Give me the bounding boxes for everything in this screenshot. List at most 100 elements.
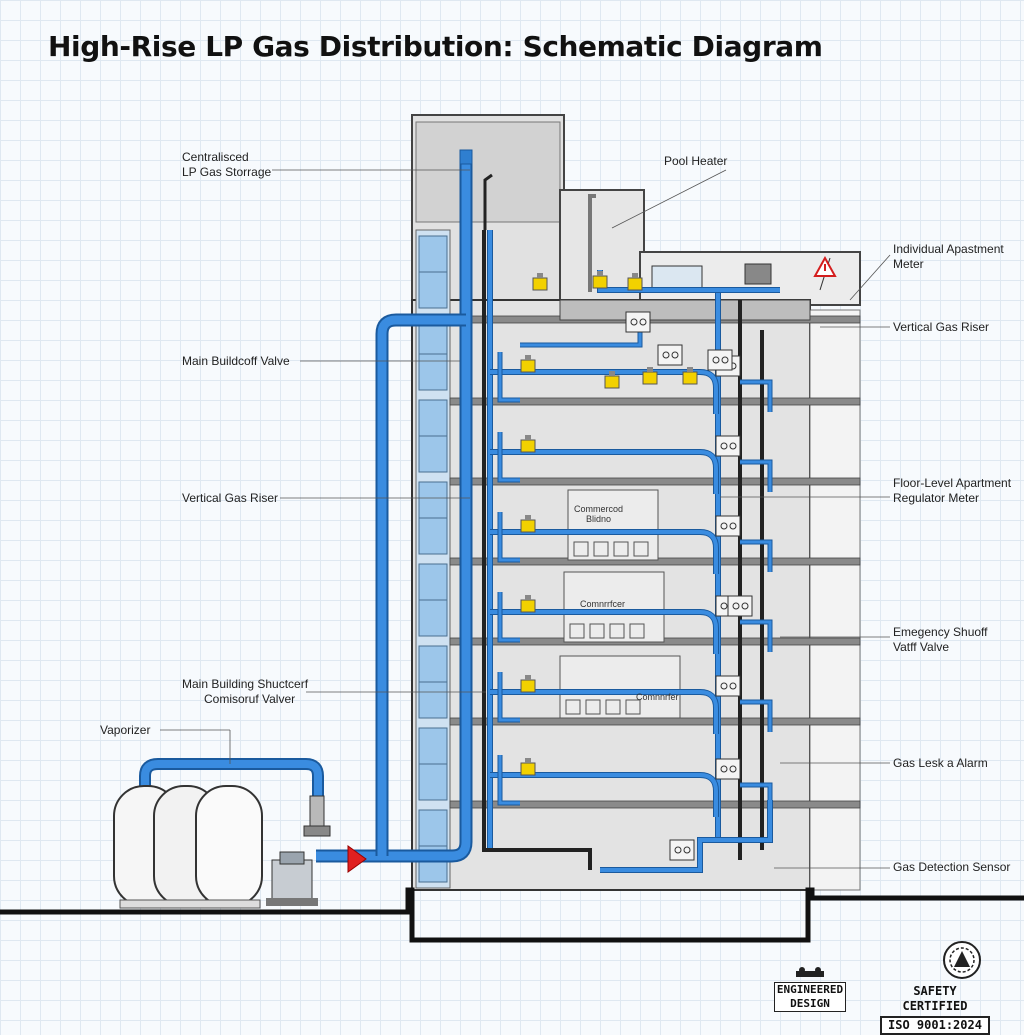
- pipe-segment: [490, 690, 718, 734]
- meter-dial: [720, 522, 728, 530]
- meter-body: [727, 595, 753, 617]
- valve-handle: [597, 271, 603, 276]
- furniture: [593, 541, 609, 557]
- meter-icon: [715, 435, 741, 457]
- valve-icon: [592, 271, 608, 289]
- certification-seal-icon: [943, 941, 981, 979]
- pipe-segment: [490, 450, 718, 494]
- flow-arrow-icon: [347, 845, 367, 873]
- building: [0, 114, 1024, 943]
- pipe-segment: [740, 460, 772, 492]
- meter-dial: [720, 442, 728, 450]
- valve-body: [604, 375, 620, 389]
- valve-body: [592, 275, 608, 289]
- furniture: [569, 623, 585, 639]
- meter-body: [715, 758, 741, 780]
- meter-icon: [715, 675, 741, 697]
- pipe-segment: [490, 530, 718, 574]
- pipe-segment: [740, 620, 772, 652]
- meter-dial: [720, 602, 728, 610]
- valve-handle: [525, 435, 531, 440]
- label-emergency-shutoff: Emegency Shuoff Vatff Valve: [893, 625, 988, 654]
- floor-slab: [449, 397, 861, 406]
- pipe-segment: [498, 512, 520, 562]
- label-individual-meter: Individual Apastment Meter: [893, 242, 1004, 271]
- floor-slab: [449, 477, 861, 486]
- label-main-building-shutoff: Main Building Shuctcerf Comisoruf Valver: [182, 677, 309, 706]
- pipe-segment: [482, 230, 592, 870]
- label-main-buildoff-valve: Main Buildcoff Valve: [182, 354, 290, 368]
- valve-handle: [525, 675, 531, 680]
- meter-body: [715, 435, 741, 457]
- warning-triangle-icon: [813, 255, 837, 277]
- room-label-commercial-1: Commercod Blidno: [574, 504, 624, 524]
- meter-icon: [657, 344, 683, 366]
- meter-dial: [720, 765, 728, 773]
- meter-dial: [741, 602, 749, 610]
- valve-handle: [525, 758, 531, 763]
- valve-handle: [525, 355, 531, 360]
- meter-icon: [715, 515, 741, 537]
- label-gas-detection-sensor: Gas Detection Sensor: [893, 860, 1011, 874]
- valve-icon: [520, 355, 536, 373]
- meter-icon: [669, 839, 695, 861]
- meter-body: [657, 344, 683, 366]
- valve-body: [532, 277, 548, 291]
- valve-handle: [632, 273, 638, 278]
- leader-line: [611, 169, 727, 229]
- meter-dial: [729, 682, 737, 690]
- meter-dial: [671, 351, 679, 359]
- valve-handle: [687, 367, 693, 372]
- page-title: High-Rise LP Gas Distribution: Schematic…: [48, 30, 823, 63]
- valve-handle: [647, 367, 653, 372]
- room-label-commercial-2: Comnrrfcer: [580, 599, 626, 609]
- valve-icon: [520, 435, 536, 453]
- label-centralized-storage: Centralisced LP Gas Storrage: [182, 150, 272, 179]
- pipe-segment: [740, 380, 772, 412]
- pipe-segment: [498, 672, 520, 722]
- pipe-segment: [600, 800, 772, 872]
- pipe-segment: [498, 432, 520, 482]
- label-vertical-riser-right: Vertical Gas Riser: [893, 320, 990, 334]
- valve-body: [520, 519, 536, 533]
- valve-body: [520, 599, 536, 613]
- meter-body: [625, 311, 651, 333]
- meter-dial: [732, 602, 740, 610]
- room-label-commercial-3: Comnnrfer: [636, 692, 679, 702]
- meter-icon: [715, 758, 741, 780]
- valve-icon: [520, 675, 536, 693]
- pipe-segment: [490, 370, 718, 414]
- furniture: [633, 541, 649, 557]
- meter-icon: [707, 349, 733, 371]
- furniture: [613, 541, 629, 557]
- valve-icon: [520, 515, 536, 533]
- pipe-segment: [490, 773, 718, 817]
- meter-dial: [712, 356, 720, 364]
- leader-line: [849, 254, 891, 301]
- furniture: [609, 623, 625, 639]
- pipe-segment: [740, 700, 772, 732]
- furniture: [605, 699, 621, 715]
- valve-icon: [520, 758, 536, 776]
- pipe-segment: [498, 352, 520, 402]
- furniture: [565, 699, 581, 715]
- room-outline: [563, 571, 665, 643]
- meter-dial: [639, 318, 647, 326]
- meter-dial: [729, 522, 737, 530]
- lp-gas-storage-tanks: [113, 785, 263, 909]
- label-gas-leak-alarm: Gas Lesk a Alarm: [893, 756, 988, 770]
- room-outline: [567, 489, 659, 561]
- meter-dial: [662, 351, 670, 359]
- furniture: [573, 541, 589, 557]
- furniture: [589, 623, 605, 639]
- leader-lines: [160, 169, 891, 869]
- meter-dial: [674, 846, 682, 854]
- valve-handle: [525, 595, 531, 600]
- valve-body: [520, 762, 536, 776]
- vaporizer-unit: [266, 795, 331, 906]
- valve-icon: [532, 273, 548, 291]
- pipe-segment: [498, 755, 520, 805]
- valve-body: [520, 679, 536, 693]
- pipe-segment: [490, 610, 718, 654]
- meter-body: [715, 675, 741, 697]
